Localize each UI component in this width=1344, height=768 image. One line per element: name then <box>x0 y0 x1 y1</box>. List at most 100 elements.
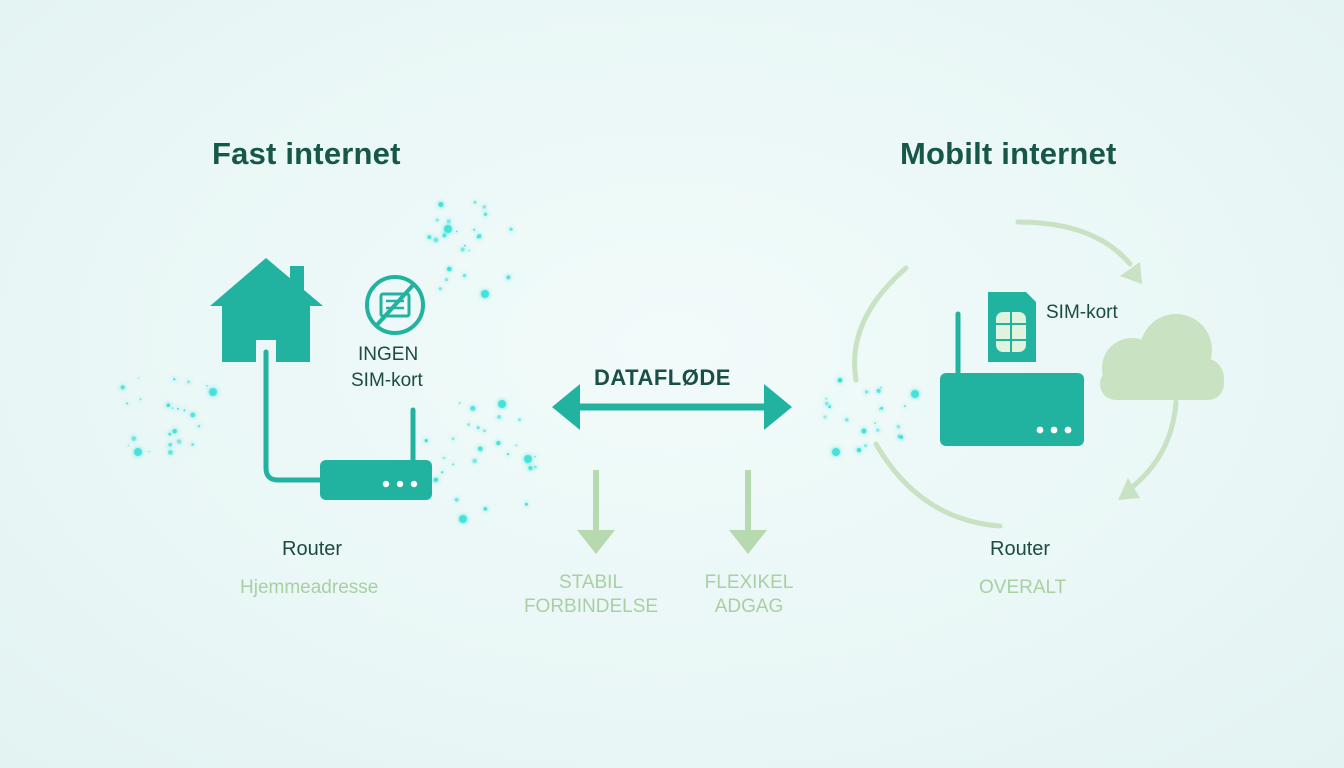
data-flow-double-arrow <box>552 384 792 430</box>
particle-glow-dot <box>524 455 532 463</box>
particle-dot <box>483 429 486 433</box>
particle-dot <box>472 458 478 464</box>
particle-dot <box>183 409 186 412</box>
particle-dot <box>467 423 471 427</box>
particle-dot <box>903 405 907 408</box>
cloud-icon <box>1100 314 1224 400</box>
particle-dot <box>528 465 533 471</box>
particle-dot <box>434 477 438 482</box>
particle-dot <box>828 405 831 409</box>
particle-dot <box>477 234 482 239</box>
left-title: Fast internet <box>212 136 401 171</box>
particle-glow-dot <box>444 225 452 233</box>
cycle-arrows <box>852 219 1179 529</box>
particle-dot <box>880 406 883 410</box>
particle-dot <box>127 444 130 447</box>
particle-dot <box>168 450 173 455</box>
particle-dot <box>148 450 151 453</box>
no-sim-label-line1: INGEN <box>358 344 419 365</box>
particle-glow-dot <box>134 448 142 456</box>
particle-dot <box>497 415 502 419</box>
particle-glow-dot <box>498 400 506 408</box>
particle-dot <box>187 380 191 384</box>
particle-dot <box>896 424 901 429</box>
particle-dot <box>190 412 196 418</box>
particle-dot <box>468 249 471 252</box>
right-title: Mobilt internet <box>900 136 1117 171</box>
particle-dot <box>442 456 446 460</box>
benefit-stable: STABIL FORBINDELSE <box>524 571 658 619</box>
router-icon-right <box>940 311 1084 446</box>
particle-dot <box>477 446 483 452</box>
particle-dot <box>137 377 140 379</box>
particle-dot <box>454 497 459 502</box>
particle-dot <box>874 422 877 425</box>
data-flow-label: DATAFLØDE <box>594 365 731 390</box>
cycle-arrowhead-bottom <box>1118 478 1140 500</box>
particle-glow-dot <box>481 290 489 298</box>
particle-dot <box>515 444 518 447</box>
particle-dot <box>120 385 125 390</box>
particle-dot <box>878 408 881 411</box>
particle-dot <box>825 397 828 400</box>
no-sim-label-line2: SIM-kort <box>351 370 423 391</box>
particle-dot <box>205 384 209 387</box>
particle-dot <box>191 443 194 446</box>
particle-dot <box>506 452 510 456</box>
particle-dot <box>451 437 455 441</box>
particle-dot <box>427 235 432 240</box>
particle-dot <box>861 428 867 434</box>
cable-line <box>263 349 325 483</box>
particle-dot <box>899 435 904 439</box>
sim-card-label: SIM-kort <box>1046 302 1118 323</box>
particle-dot <box>173 377 176 381</box>
particle-dot <box>131 436 137 441</box>
particle-dot <box>462 273 467 278</box>
particle-dot <box>452 463 455 466</box>
particle-dot <box>824 401 829 406</box>
particle-dot <box>168 442 173 447</box>
particle-dot <box>506 275 511 280</box>
particle-dot <box>446 219 451 224</box>
particle-dot <box>483 507 488 511</box>
particle-dot <box>172 429 177 434</box>
benefit-stable-line2: FORBINDELSE <box>523 596 659 617</box>
particle-dot <box>460 247 465 252</box>
particle-dot <box>125 402 129 405</box>
benefit-flexible: FLEXIKEL ADGAG <box>705 571 794 619</box>
left-router-label: Router <box>282 538 343 560</box>
particle-dot <box>856 447 862 453</box>
particle-dot <box>470 405 476 411</box>
particle-glow-dot <box>459 515 467 523</box>
benefit-flexible-line1: FLEXIKEL <box>704 572 794 593</box>
router-icon-left <box>320 407 432 500</box>
particle-dot <box>176 439 182 444</box>
particle-dot <box>509 227 513 231</box>
left-sub-label: Hjemmeadresse <box>240 577 379 598</box>
particle-dot <box>864 390 869 394</box>
particle-glow-dot <box>832 448 840 456</box>
particle-dot <box>433 237 439 243</box>
particle-dot <box>473 200 477 204</box>
particle-dot <box>438 287 442 291</box>
particle-dot <box>424 439 428 443</box>
down-arrow-flexible <box>729 470 767 554</box>
particle-dot <box>876 428 880 432</box>
particle-dot <box>863 444 868 448</box>
particle-dot <box>139 398 142 401</box>
particle-dot <box>524 502 528 506</box>
particle-dot <box>177 407 180 410</box>
particle-dot <box>518 418 521 421</box>
benefit-flexible-line2: ADGAG <box>714 596 784 617</box>
cycle-arrowhead-top <box>1120 262 1142 284</box>
particle-dot <box>435 218 439 222</box>
particle-dot <box>534 455 536 458</box>
particle-dot <box>845 417 849 422</box>
particle-dot <box>482 205 486 209</box>
sim-card-icon <box>988 292 1036 362</box>
particle-dot <box>876 388 881 393</box>
particle-dot <box>166 403 171 408</box>
particle-glow-dot <box>209 388 217 396</box>
particle-dot <box>168 432 172 436</box>
